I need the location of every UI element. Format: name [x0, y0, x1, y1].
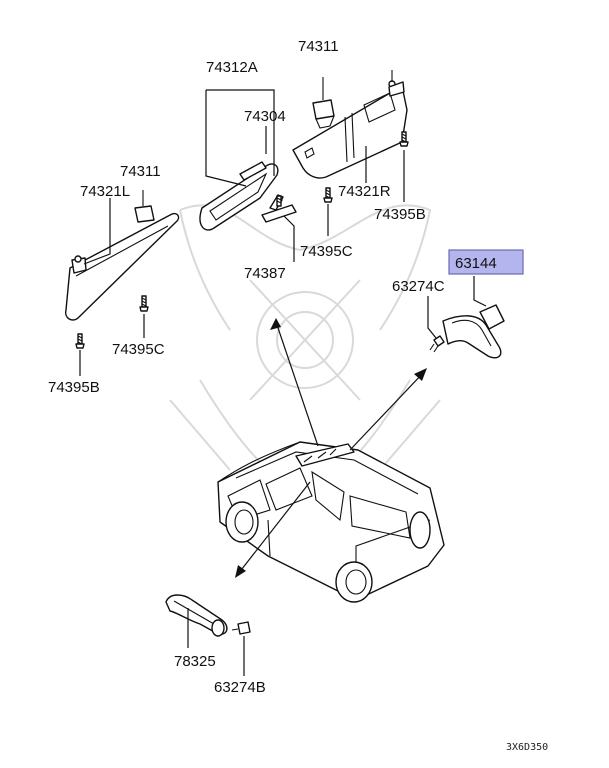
screw-63274B	[231, 621, 251, 635]
label-74304: 74304	[244, 108, 286, 125]
sun-visor-left	[64, 212, 180, 321]
screw-74387	[276, 195, 282, 207]
screw-74395B-right	[399, 131, 409, 147]
visor-pivot-right	[388, 70, 405, 97]
label-74395B-right: 74395B	[374, 206, 426, 223]
screw-63274C	[429, 335, 445, 353]
leader-lines	[79, 89, 487, 676]
label-74311-left: 74311	[120, 163, 161, 180]
sun-visor-right	[292, 85, 408, 179]
screw-74395C-left	[139, 295, 149, 312]
label-74395B-left: 74395B	[48, 379, 100, 396]
label-74321R: 74321R	[338, 183, 391, 200]
arrow-to-mirror	[270, 318, 319, 447]
screw-74395C-mid	[323, 187, 333, 203]
arrow-to-rear-grip	[349, 368, 427, 451]
label-74311-top: 74311	[298, 38, 339, 55]
label-74321L: 74321L	[80, 183, 130, 200]
label-63274B: 63274B	[214, 679, 266, 696]
label-74395C-mid: 74395C	[300, 243, 353, 260]
label-74312A: 74312A	[206, 59, 258, 76]
rear-view-mirror	[199, 161, 279, 231]
label-74387: 74387	[244, 265, 286, 282]
assist-grip-rear	[442, 304, 505, 359]
clip-74311-left	[134, 190, 155, 223]
vehicle-wheels	[225, 501, 431, 603]
label-63274C: 63274C	[392, 278, 445, 295]
arrow-to-front-grip	[235, 481, 311, 578]
label-63144: 63144	[455, 255, 497, 272]
highlight-63144	[448, 249, 524, 275]
screw-74395B-left	[75, 333, 85, 349]
label-74395C-left: 74395C	[112, 341, 165, 358]
assist-grip-front	[165, 594, 228, 637]
clip-74311-top	[312, 77, 335, 129]
diagram-code: 3X6D350	[506, 742, 548, 753]
label-78325: 78325	[174, 653, 216, 670]
